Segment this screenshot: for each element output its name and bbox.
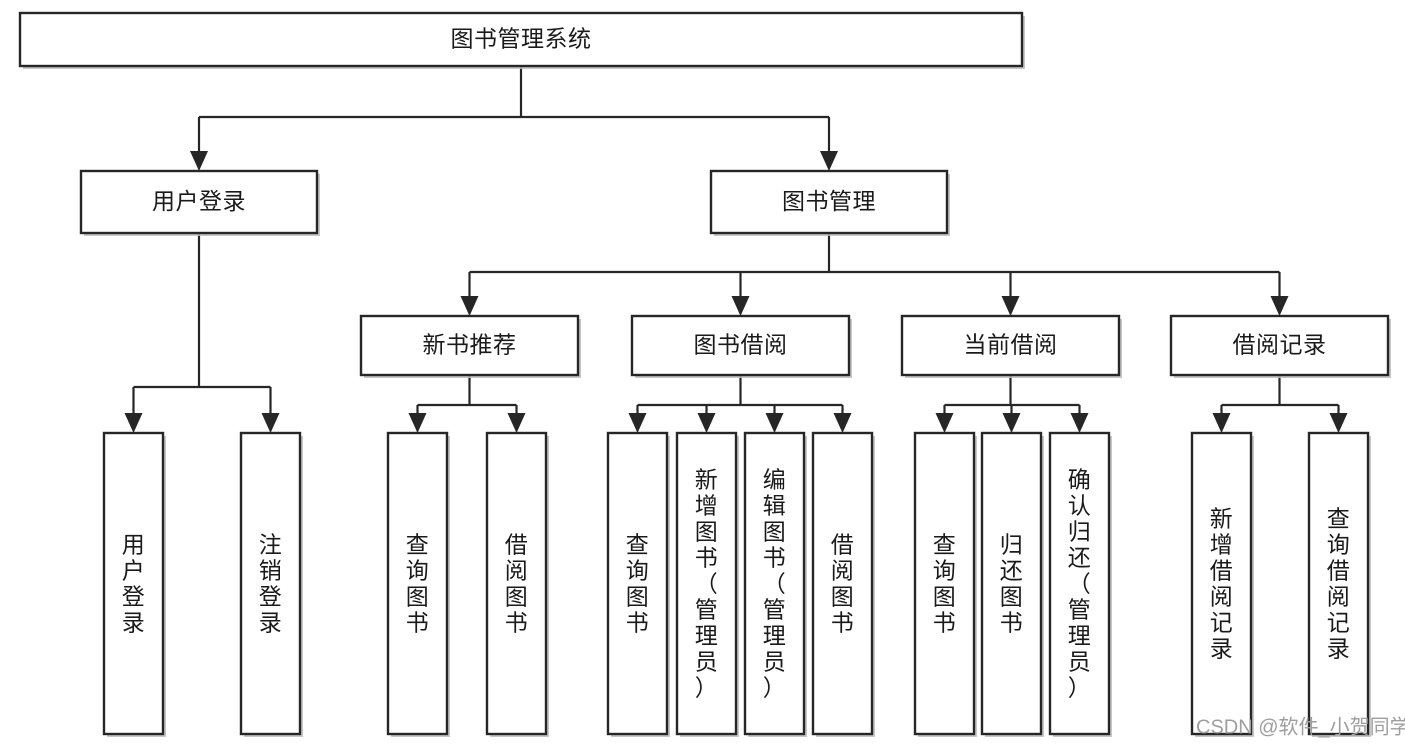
edge-arrowhead <box>1212 413 1231 433</box>
edge-arrowhead <box>190 151 208 171</box>
node-leaf-return-book[interactable]: 归还图书 <box>980 431 1044 737</box>
node-label: 编辑图书（管理员） <box>763 467 787 701</box>
node-label: 图书管理 <box>782 188 876 214</box>
node-label: 查询图书 <box>406 532 430 636</box>
node-leaf-query-book-recommend[interactable]: 查询图书 <box>386 431 450 737</box>
node-leaf-borrow-book-recommend[interactable]: 借阅图书 <box>485 431 549 737</box>
node-label: 当前借阅 <box>964 332 1058 358</box>
node-label: 图书管理系统 <box>451 26 592 52</box>
node-box[interactable] <box>239 431 302 736</box>
edge-arrowhead <box>124 413 143 433</box>
edge-arrowhead <box>1329 413 1348 433</box>
node-box[interactable] <box>980 431 1043 736</box>
node-leaf-user-login[interactable]: 用户登录 <box>102 431 166 737</box>
node-box[interactable] <box>485 431 548 736</box>
edge-arrowhead <box>731 296 750 316</box>
node-leaf-confirm-return-admin[interactable]: 确认归还（管理员） <box>1048 431 1112 737</box>
node-leaf-edit-book-admin[interactable]: 编辑图书（管理员） <box>743 431 807 737</box>
nodes-layer: 图书管理系统用户登录图书管理新书推荐图书借阅当前借阅借阅记录用户登录注销登录查询… <box>18 11 1391 737</box>
node-box[interactable] <box>913 431 976 736</box>
edge-arrowhead <box>1070 413 1089 433</box>
node-leaf-add-book-admin[interactable]: 新增图书（管理员） <box>675 431 739 737</box>
node-box[interactable] <box>1048 431 1111 736</box>
edge-arrowhead <box>697 413 716 433</box>
edge-group-borrow-record <box>1212 375 1348 433</box>
edge-group-root <box>190 66 838 171</box>
node-leaf-logout-login[interactable]: 注销登录 <box>239 431 303 737</box>
node-label: 注销登录 <box>259 532 283 636</box>
node-label: 用户登录 <box>152 188 246 214</box>
edge-arrowhead <box>628 413 647 433</box>
node-box[interactable] <box>743 431 806 736</box>
node-box[interactable] <box>359 314 580 377</box>
node-leaf-query-book-borrow[interactable]: 查询图书 <box>606 431 670 737</box>
node-label: 用户登录 <box>122 532 146 636</box>
node-label: 新增图书（管理员） <box>695 467 719 701</box>
node-label: 查询图书 <box>626 532 650 636</box>
node-leaf-query-book-current[interactable]: 查询图书 <box>913 431 977 737</box>
watermark-label: CSDN @软件_小贺同学 <box>1196 715 1405 738</box>
node-current-borrow[interactable]: 当前借阅 <box>900 314 1122 378</box>
edge-group-user-login <box>124 233 280 433</box>
edge-group-book-management <box>460 233 1289 316</box>
edge-arrowhead <box>935 413 954 433</box>
node-label: 确认归还（管理员） <box>1068 467 1092 701</box>
node-label: 借阅记录 <box>1233 332 1327 358</box>
node-label: 查询借阅记录 <box>1327 506 1351 662</box>
node-box[interactable] <box>811 431 874 736</box>
node-box[interactable] <box>102 431 165 736</box>
edge-arrowhead <box>765 413 784 433</box>
node-box[interactable] <box>1307 431 1370 736</box>
node-box[interactable] <box>675 431 738 736</box>
node-label: 归还图书 <box>1000 532 1024 636</box>
node-box[interactable] <box>606 431 669 736</box>
node-leaf-borrow-book[interactable]: 借阅图书 <box>811 431 875 737</box>
node-box[interactable] <box>1190 431 1253 736</box>
edge-arrowhead <box>820 151 838 171</box>
edge-arrowhead <box>1270 296 1289 316</box>
edge-arrowhead <box>1002 413 1021 433</box>
edges-layer <box>124 66 1348 433</box>
node-label: 图书借阅 <box>694 332 788 358</box>
node-label: 新增借阅记录 <box>1210 506 1234 662</box>
node-box[interactable] <box>900 314 1121 377</box>
edge-group-current-borrow <box>935 375 1089 433</box>
node-borrow-record[interactable]: 借阅记录 <box>1169 314 1391 378</box>
node-box[interactable] <box>630 314 851 377</box>
node-label: 新书推荐 <box>423 332 517 358</box>
node-leaf-query-borrow-record[interactable]: 查询借阅记录 <box>1307 431 1371 737</box>
node-root[interactable]: 图书管理系统 <box>18 11 1025 69</box>
edge-arrowhead <box>460 296 479 316</box>
edge-arrowhead <box>1001 296 1020 316</box>
node-leaf-add-borrow-record[interactable]: 新增借阅记录 <box>1190 431 1254 737</box>
node-box[interactable] <box>386 431 449 736</box>
edge-group-new-book-recommend <box>408 375 526 433</box>
edge-arrowhead <box>507 413 526 433</box>
node-label: 查询图书 <box>933 532 957 636</box>
node-user-login[interactable]: 用户登录 <box>79 169 320 236</box>
node-box[interactable] <box>1169 314 1390 377</box>
node-book-borrow[interactable]: 图书借阅 <box>630 314 852 378</box>
node-box[interactable] <box>709 169 949 235</box>
node-label: 借阅图书 <box>831 532 855 636</box>
node-box[interactable] <box>79 169 319 235</box>
edge-group-book-borrow <box>628 375 852 433</box>
edge-arrowhead <box>408 413 427 433</box>
edge-arrowhead <box>833 413 852 433</box>
node-box[interactable] <box>18 11 1024 68</box>
node-book-management[interactable]: 图书管理 <box>709 169 950 236</box>
node-label: 借阅图书 <box>505 532 529 636</box>
node-new-book-recommend[interactable]: 新书推荐 <box>359 314 581 378</box>
edge-arrowhead <box>261 413 280 433</box>
